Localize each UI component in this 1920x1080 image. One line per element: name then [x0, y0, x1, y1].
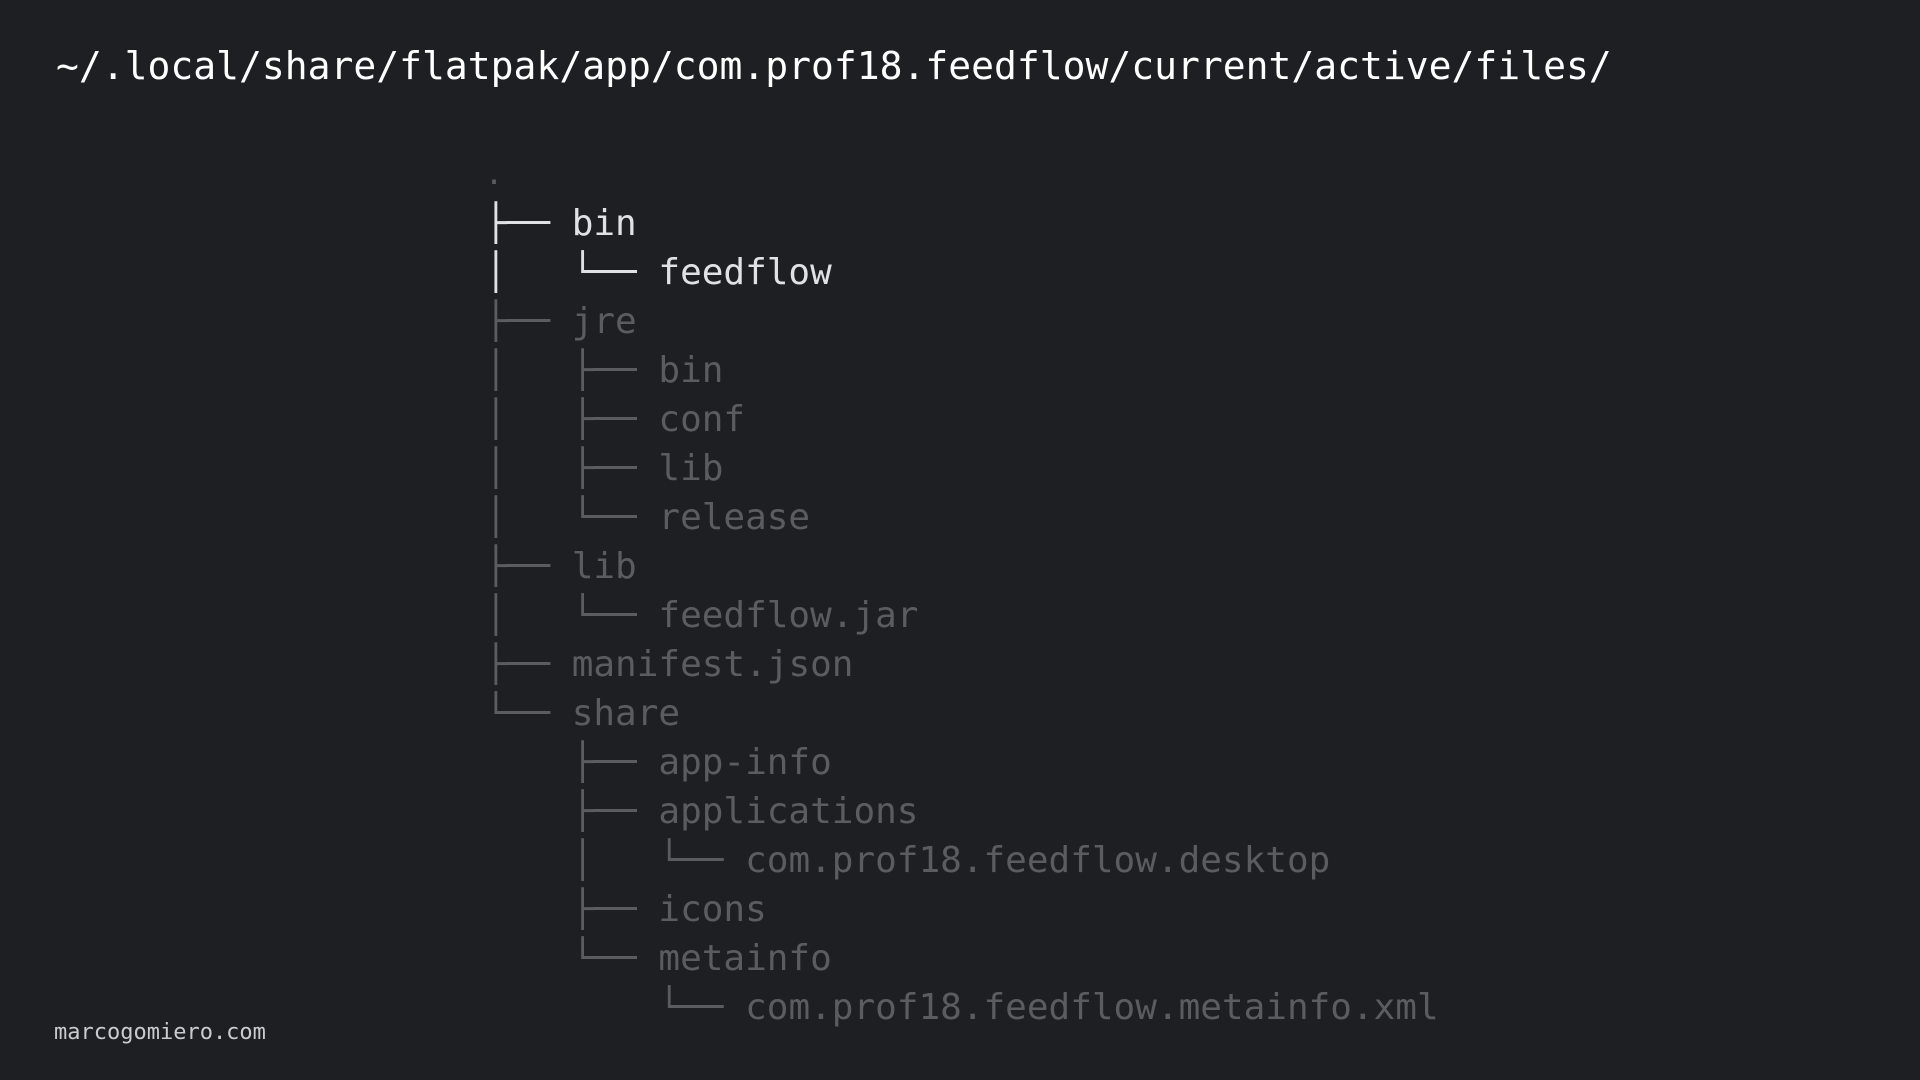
- tree-branch-prefix: │ ├──: [485, 399, 659, 440]
- tree-item-name: com.prof18.feedflow.metainfo.xml: [745, 987, 1439, 1028]
- tree-branch-prefix: └──: [485, 987, 746, 1028]
- tree-item: ├── applications: [485, 787, 1439, 836]
- tree-item-name: metainfo: [658, 938, 832, 979]
- tree-item: │ └── feedflow.jar: [485, 591, 1439, 640]
- tree-branch-prefix: ├──: [485, 301, 572, 342]
- tree-item: │ ├── conf: [485, 395, 1439, 444]
- tree-branch-prefix: ├──: [485, 203, 572, 244]
- tree-item: ├── icons: [485, 885, 1439, 934]
- tree-branch-prefix: ├──: [485, 742, 659, 783]
- footer-attribution: marcogomiero.com: [54, 1020, 266, 1045]
- tree-item: │ ├── lib: [485, 444, 1439, 493]
- tree-branch-prefix: │ ├──: [485, 448, 659, 489]
- tree-item-name: applications: [658, 791, 919, 832]
- tree-item-name: jre: [571, 301, 637, 342]
- tree-item-name: share: [571, 693, 681, 734]
- tree-item: ├── bin: [485, 199, 1439, 248]
- tree-item: ├── jre: [485, 297, 1439, 346]
- tree-item: └── share: [485, 689, 1439, 738]
- tree-branch-prefix: │ ├──: [485, 350, 659, 391]
- tree-item: │ └── com.prof18.feedflow.desktop: [485, 836, 1439, 885]
- tree-item-name: bin: [658, 350, 724, 391]
- tree-item-name: com.prof18.feedflow.desktop: [745, 840, 1331, 881]
- tree-branch-prefix: │ └──: [485, 497, 659, 538]
- tree-branch-prefix: ├──: [485, 889, 659, 930]
- tree-item-name: bin: [571, 203, 637, 244]
- tree-item: │ └── release: [485, 493, 1439, 542]
- tree-branch-prefix: └──: [485, 938, 659, 979]
- tree-item: ├── lib: [485, 542, 1439, 591]
- tree-branch-prefix: ├──: [485, 546, 572, 587]
- tree-item-name: icons: [658, 889, 767, 930]
- tree-item: ├── app-info: [485, 738, 1439, 787]
- tree-item-name: lib: [571, 546, 637, 587]
- tree-branch-prefix: │ └──: [485, 595, 659, 636]
- tree-branch-prefix: │ └──: [485, 840, 746, 881]
- tree-item-name: lib: [658, 448, 724, 489]
- tree-item: └── metainfo: [485, 934, 1439, 983]
- tree-branch-prefix: ├──: [485, 644, 572, 685]
- tree-item-name: manifest.json: [571, 644, 854, 685]
- tree-item: └── com.prof18.feedflow.metainfo.xml: [485, 983, 1439, 1032]
- tree-item-name: .: [485, 157, 504, 192]
- tree-root: .: [485, 150, 1439, 199]
- path-title: ~/.local/share/flatpak/app/com.prof18.fe…: [56, 44, 1612, 88]
- tree-branch-prefix: ├──: [485, 791, 659, 832]
- tree-branch-prefix: └──: [485, 693, 572, 734]
- tree-item-name: feedflow.jar: [658, 595, 919, 636]
- file-tree: .├── bin│ └── feedflow├── jre│ ├── bin│ …: [485, 150, 1439, 1032]
- tree-item: ├── manifest.json: [485, 640, 1439, 689]
- tree-item-name: feedflow: [658, 252, 832, 293]
- tree-item: │ └── feedflow: [485, 248, 1439, 297]
- tree-item-name: release: [658, 497, 811, 538]
- tree-item: │ ├── bin: [485, 346, 1439, 395]
- tree-item-name: conf: [658, 399, 746, 440]
- tree-item-name: app-info: [658, 742, 832, 783]
- tree-branch-prefix: │ └──: [485, 252, 659, 293]
